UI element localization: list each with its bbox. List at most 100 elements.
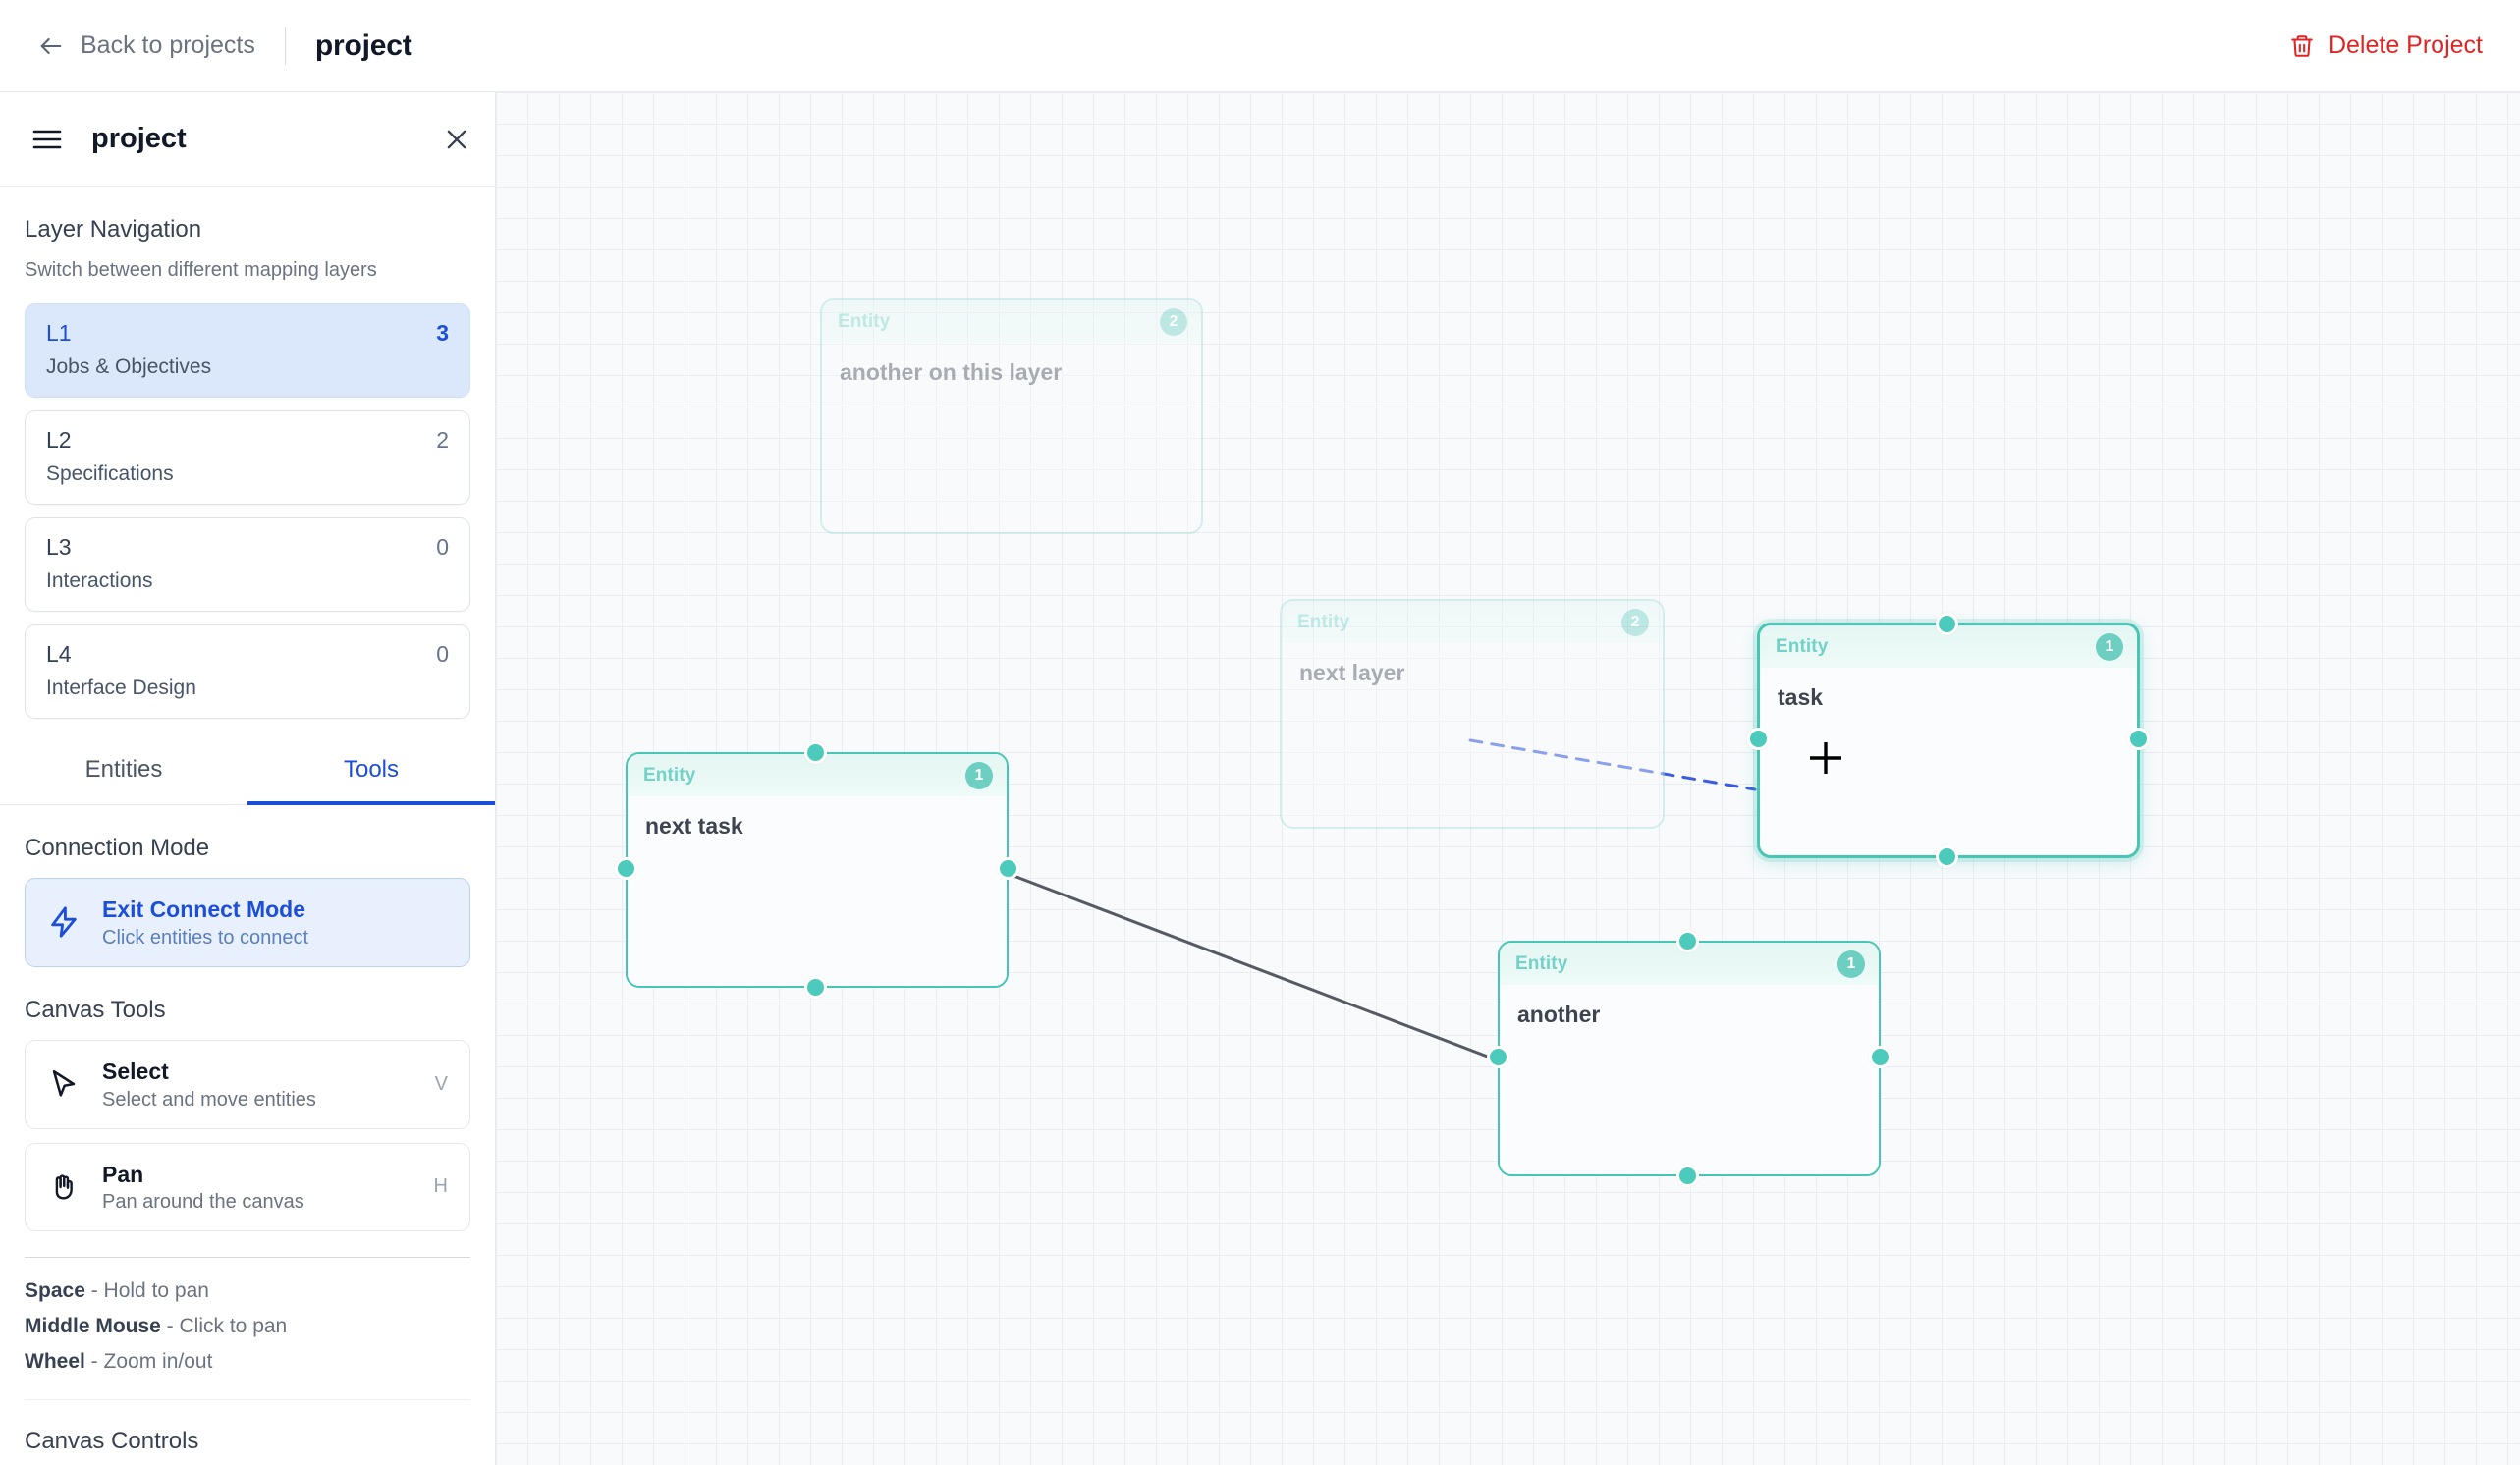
entity-node-body: task [1760, 668, 2137, 711]
shortcut-middle-mouse-key: Middle Mouse [25, 1315, 161, 1338]
entity-node-title: next layer [1299, 660, 1405, 685]
left-sidebar: project Layer Navigation Switch between … [0, 92, 496, 1465]
top-header-bar: Back to projects project Delete Project [0, 0, 2520, 92]
exit-connect-mode-desc: Click entities to connect [102, 926, 309, 949]
header-divider [284, 27, 286, 65]
connection-mode-title: Connection Mode [25, 835, 210, 861]
layer-count-badge: 3 [436, 320, 449, 346]
tool-pan-desc: Pan around the canvas [102, 1191, 304, 1214]
entity-node-type-label: Entity [1776, 635, 1829, 657]
layer-code: L1 [46, 320, 72, 346]
delete-project-label: Delete Project [2328, 31, 2483, 59]
exit-connect-mode-label: Exit Connect Mode [102, 896, 306, 922]
entity-node-header: Entity 2 [1282, 601, 1663, 643]
tool-select-label: Select [102, 1058, 169, 1084]
connection-handle-top[interactable] [804, 741, 827, 764]
tool-pan-label: Pan [102, 1161, 144, 1187]
back-to-projects-label: Back to projects [81, 31, 255, 59]
sidebar-header: project [0, 92, 495, 187]
shortcut-middle-mouse-sep: - [160, 1315, 180, 1338]
connection-handle-left[interactable] [615, 857, 637, 880]
layer-count-badge: 0 [436, 534, 449, 560]
entity-node-body: next task [628, 796, 1007, 840]
tool-pan-shortcut: H [433, 1175, 448, 1198]
connection-handle-top[interactable] [1936, 613, 1958, 635]
canvas-controls-divider [25, 1399, 470, 1401]
shortcut-wheel: Wheel - Zoom in/out [25, 1350, 470, 1374]
tab-tools[interactable]: Tools [247, 740, 495, 805]
hand-icon [47, 1170, 81, 1204]
entity-layer-badge: 1 [2096, 632, 2123, 661]
shortcut-wheel-action: Zoom in/out [103, 1350, 213, 1374]
layer-code: L2 [46, 427, 72, 453]
layer-count-badge: 2 [436, 427, 449, 453]
hamburger-menu-icon[interactable] [32, 129, 62, 150]
page-title: project [314, 28, 412, 62]
trash-icon [2289, 33, 2315, 59]
entity-layer-badge: 2 [1160, 307, 1187, 336]
entity-layer-badge: 2 [1621, 608, 1649, 636]
entity-node-another[interactable]: Entity 1 another [1487, 930, 1891, 1187]
sidebar-layer-l1[interactable]: L1 3 Jobs & Objectives [25, 303, 470, 398]
shortcut-wheel-sep: - [84, 1350, 104, 1374]
layer-navigation-title: Layer Navigation [25, 216, 202, 243]
tool-pan[interactable]: Pan Pan around the canvas H [25, 1142, 470, 1232]
connection-handle-top[interactable] [1676, 930, 1699, 952]
layer-name: Specifications [46, 462, 174, 485]
entity-layer-badge: 1 [1837, 950, 1865, 978]
sidebar-layer-l4[interactable]: L4 0 Interface Design [25, 624, 470, 719]
entity-node-next-layer[interactable]: Entity 2 next layer [1280, 599, 1665, 829]
entity-node-type-label: Entity [838, 310, 891, 332]
entity-node-title: another [1517, 1002, 1601, 1027]
canvas-controls-title: Canvas Controls [25, 1428, 199, 1455]
lightning-bolt-icon [47, 905, 81, 939]
shortcut-space: Space - Hold to pan [25, 1279, 470, 1303]
entity-node-type-label: Entity [1297, 611, 1350, 632]
entity-node-another-on-this-layer[interactable]: Entity 2 another on this layer [820, 298, 1203, 534]
tool-pan-text: Pan Pan around the canvas [102, 1161, 412, 1215]
connection-handle-right[interactable] [2127, 728, 2150, 750]
shortcut-middle-mouse: Middle Mouse - Click to pan [25, 1315, 470, 1338]
entity-node-title: another on this layer [840, 359, 1063, 385]
entity-node-header: Entity 2 [822, 300, 1201, 343]
shortcuts-divider [25, 1257, 470, 1259]
sidebar-layer-l2[interactable]: L2 2 Specifications [25, 410, 470, 505]
diagram-canvas[interactable]: Entity 2 another on this layer Entity 2 … [496, 92, 2520, 1465]
connection-handle-left[interactable] [1487, 1046, 1509, 1068]
layer-name: Interface Design [46, 677, 196, 699]
layer-code: L3 [46, 534, 72, 560]
close-icon[interactable] [443, 126, 470, 153]
connection-handle-right[interactable] [997, 857, 1019, 880]
connection-handle-left[interactable] [1747, 728, 1770, 750]
shortcut-space-sep: - [84, 1279, 104, 1303]
layer-row-top: L4 0 [46, 641, 449, 668]
entity-node-header: Entity 1 [1760, 625, 2137, 668]
layer-navigation-section: Layer Navigation Switch between differen… [0, 187, 495, 719]
connection-handle-bottom[interactable] [1936, 845, 1958, 868]
connection-handle-right[interactable] [1869, 1046, 1891, 1068]
tool-select[interactable]: Select Select and move entities V [25, 1039, 470, 1129]
connection-handle-bottom[interactable] [804, 976, 827, 999]
entity-node-body: another on this layer [822, 343, 1201, 386]
exit-connect-mode-text: Exit Connect Mode Click entities to conn… [102, 895, 448, 950]
layer-navigation-subtitle: Switch between different mapping layers [25, 259, 377, 281]
shortcut-wheel-key: Wheel [25, 1350, 85, 1374]
delete-project-button[interactable]: Delete Project [2289, 31, 2483, 60]
entity-layer-badge: 1 [965, 761, 993, 789]
exit-connect-mode-button[interactable]: Exit Connect Mode Click entities to conn… [25, 878, 470, 967]
connection-handle-bottom[interactable] [1676, 1165, 1699, 1187]
layer-count-badge: 0 [436, 641, 449, 667]
sidebar-title: project [91, 123, 187, 154]
sidebar-layer-l3[interactable]: L3 0 Interactions [25, 517, 470, 612]
entity-node-task[interactable]: Entity 1 task [1747, 613, 2150, 868]
tab-entities[interactable]: Entities [84, 756, 163, 783]
back-to-projects-link[interactable]: Back to projects [37, 31, 255, 60]
shortcut-middle-mouse-action: Click to pan [179, 1315, 288, 1338]
entity-node-next-task[interactable]: Entity 1 next task [615, 741, 1019, 999]
cursor-arrow-icon [47, 1067, 81, 1101]
entity-node-body: another [1500, 985, 1879, 1028]
entity-node-type-label: Entity [1515, 952, 1568, 974]
tools-panel: Connection Mode Exit Connect Mode Click … [0, 805, 495, 1455]
layer-name: Jobs & Objectives [46, 355, 212, 378]
entity-node-title: task [1778, 684, 1824, 710]
